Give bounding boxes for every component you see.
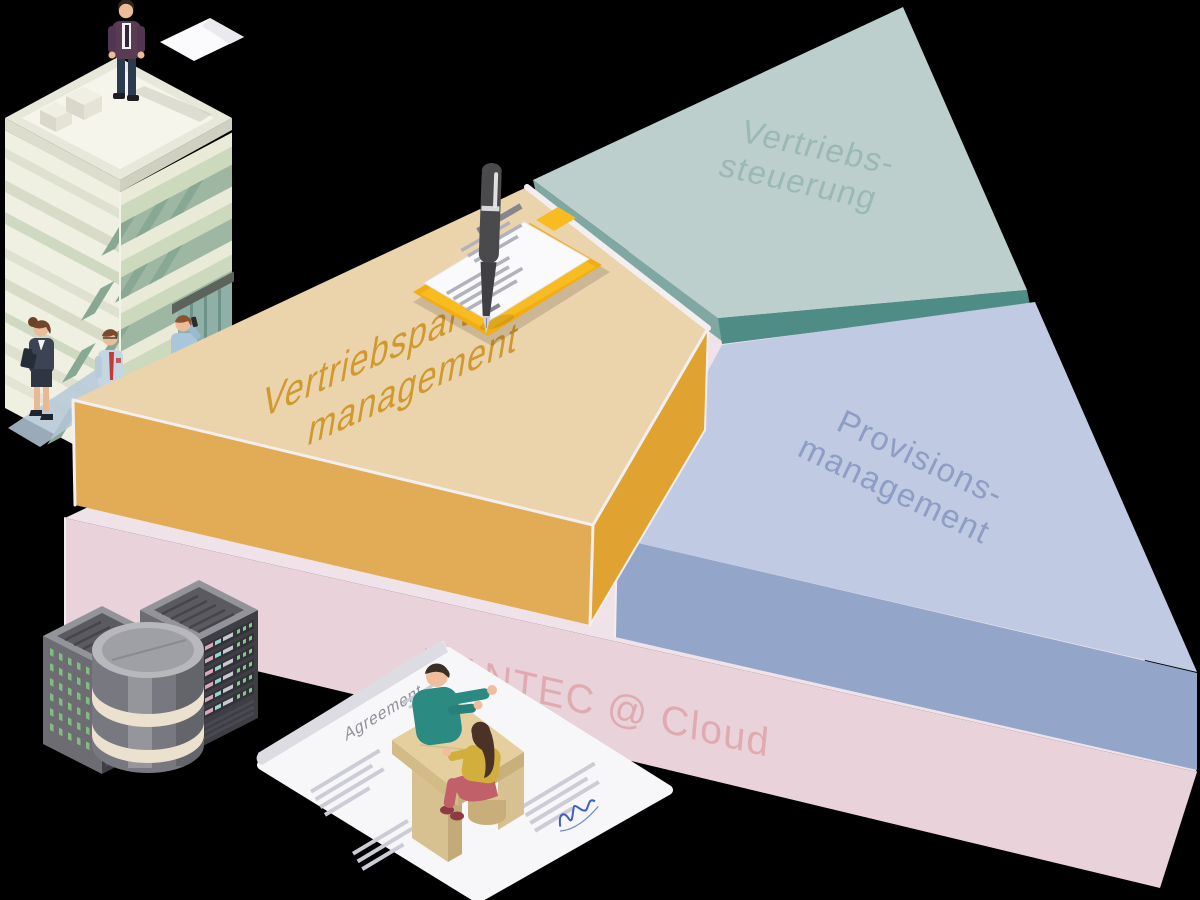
steuerung-front-face — [718, 290, 1030, 344]
steuerung-top-face — [533, 7, 1027, 318]
paragraph-lines — [520, 761, 600, 833]
rack-module-rows — [202, 619, 254, 741]
partner-right-face-edge — [704, 327, 709, 431]
roof-ac-units — [40, 87, 102, 132]
paper-rolled-edge — [256, 642, 448, 765]
agreement-scene: Agreement — [256, 640, 673, 900]
provisions-top-face — [617, 302, 1197, 672]
man-at-table-figure — [412, 663, 497, 746]
partner-right-face-bottom — [589, 429, 706, 626]
paragraph-lines — [352, 819, 421, 871]
partner-right-face — [590, 328, 708, 625]
partner-top-right-seam — [591, 326, 710, 527]
rack-vent-grooves — [161, 594, 235, 634]
paragraph-lines — [310, 748, 385, 817]
server-racks-and-database — [41, 580, 258, 776]
roof-shadow — [132, 86, 212, 122]
folder-tab — [536, 207, 576, 231]
pen-shadow — [479, 314, 515, 330]
businessman-on-roof — [108, 0, 145, 101]
window-band — [80, 218, 232, 321]
partner-right-corner-seam — [588, 523, 595, 627]
paper-sheet-icon — [160, 18, 244, 61]
woman-at-table-figure — [440, 721, 506, 825]
signature — [558, 799, 599, 832]
provisions-front-face — [615, 538, 1197, 770]
platform-front-face — [65, 518, 1197, 888]
building-roof — [5, 57, 232, 192]
partner-front-face — [73, 400, 593, 625]
segment-provisionsmanagement: Provisions- management — [614, 302, 1197, 770]
partner-top-front-seam — [71, 398, 595, 527]
window-band — [101, 164, 232, 256]
fountain-pen-icon — [478, 163, 502, 334]
partner-left-corner-seam — [71, 398, 77, 507]
database-icon — [92, 622, 204, 773]
businesswoman-figure — [20, 317, 54, 420]
contract-with-pen — [413, 163, 610, 346]
